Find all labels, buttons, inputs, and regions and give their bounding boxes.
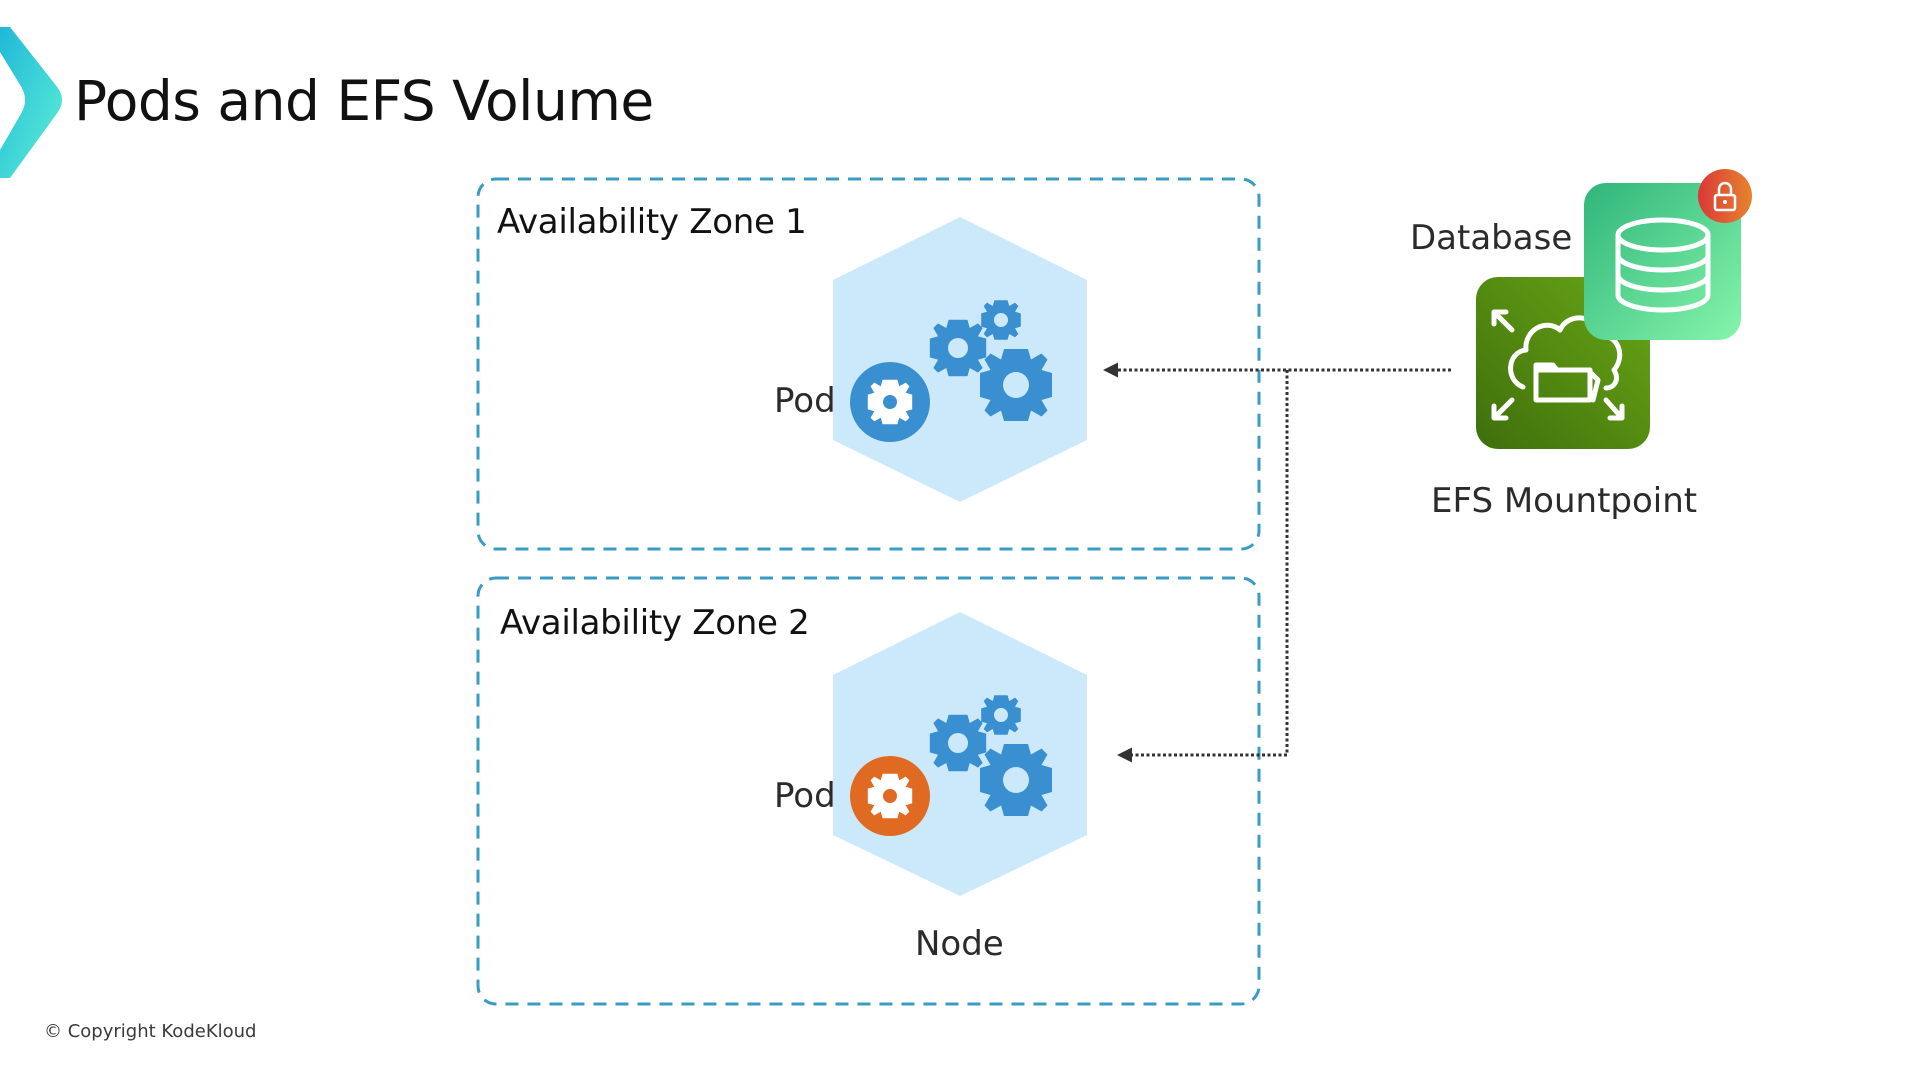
slide-title: Pods and EFS Volume — [74, 69, 654, 133]
node-label: Node — [915, 924, 1004, 964]
availability-zone-1-box — [476, 177, 1261, 551]
availability-zone-2-box — [476, 576, 1261, 1006]
efs-mountpoint-label: EFS Mountpoint — [1431, 481, 1698, 521]
copyright-footer: © Copyright KodeKloud — [44, 1021, 257, 1042]
database-label: Database — [1410, 218, 1573, 258]
pod-gear-icon — [867, 773, 913, 819]
folder-icon — [1533, 362, 1601, 403]
efs-connectors — [1103, 362, 1451, 763]
expand-arrow-sw — [1491, 397, 1515, 421]
cloud-icon — [1508, 315, 1623, 391]
pod-1[interactable] — [850, 362, 930, 442]
availability-zone-1-label: Availability Zone 1 — [497, 202, 807, 242]
node-gears-icon — [929, 300, 1052, 421]
pod-2-label: Pod — [774, 776, 836, 816]
expand-arrow-se — [1603, 397, 1625, 421]
kodekloud-logo-chevron — [0, 27, 62, 178]
lock-icon — [1698, 169, 1752, 223]
database-icon[interactable] — [1584, 183, 1741, 340]
expand-arrow-nw — [1491, 309, 1515, 333]
node-gears-icon — [929, 695, 1052, 816]
connector-to-zone-2 — [1117, 370, 1289, 763]
pod-gear-icon — [867, 379, 913, 425]
pod-1-label: Pod — [774, 381, 836, 421]
node-1[interactable] — [833, 217, 1087, 502]
node-2[interactable] — [833, 612, 1087, 896]
pod-2[interactable] — [850, 756, 930, 836]
availability-zone-2-label: Availability Zone 2 — [500, 603, 810, 643]
